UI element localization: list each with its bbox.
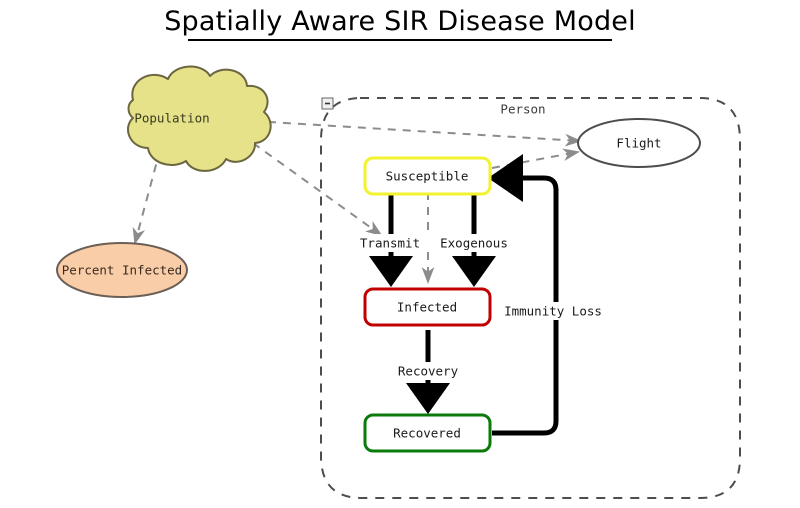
node-percent-infected-label: Percent Infected: [62, 263, 182, 278]
flow-label-transmit-text: Transmit: [360, 236, 420, 251]
percent-infected-ellipse-shape: [56, 242, 188, 298]
flow-labels: Transmit Exogenous Recovery Immunity Los…: [352, 234, 607, 380]
collapse-toggle-button[interactable]: [321, 97, 334, 110]
population-cloud-shape: [127, 65, 272, 172]
node-population-label: Population: [134, 111, 209, 126]
label-backing: [389, 362, 467, 380]
flow-label-recovery: Recovery: [389, 362, 467, 380]
node-recovered[interactable]: Recovered: [363, 413, 492, 453]
recovered-box-shape: [363, 413, 492, 453]
node-population[interactable]: Population: [127, 65, 272, 172]
susceptible-box-shape: [363, 156, 492, 196]
link-population-to-percent-infected[interactable]: [132, 149, 161, 245]
flow-label-immunity-loss-text: Immunity Loss: [504, 304, 602, 319]
person-container-border: [320, 97, 741, 499]
person-container-label: Person: [500, 102, 545, 117]
flow-label-transmit: Transmit: [352, 234, 429, 252]
label-backing: [352, 234, 429, 252]
label-backing: [429, 234, 519, 252]
page-title: Spatially Aware SIR Disease Model: [164, 6, 636, 41]
node-infected-label: Infected: [397, 300, 457, 315]
flight-ellipse-shape: [577, 118, 701, 168]
page-title-text: Spatially Aware SIR Disease Model: [164, 6, 636, 37]
flow-label-exogenous: Exogenous: [429, 234, 519, 252]
link-population-to-flight[interactable]: [252, 120, 582, 147]
label-backing: [501, 302, 607, 320]
node-susceptible-label: Susceptible: [386, 169, 469, 184]
node-flight-label: Flight: [616, 136, 661, 151]
node-recovered-label: Recovered: [393, 426, 461, 441]
flow-label-recovery-text: Recovery: [398, 364, 459, 379]
link-susceptible-to-flight[interactable]: [491, 148, 580, 169]
link-population-to-transmit[interactable]: [252, 142, 383, 237]
person-container[interactable]: Person: [320, 97, 741, 499]
infected-box-shape: [363, 287, 492, 327]
node-flight[interactable]: Flight: [577, 118, 701, 168]
node-percent-infected[interactable]: Percent Infected: [56, 242, 188, 298]
flow-label-immunity-loss: Immunity Loss: [501, 302, 607, 320]
node-susceptible[interactable]: Susceptible: [363, 156, 492, 196]
node-infected[interactable]: Infected: [363, 287, 492, 327]
flow-label-exogenous-text: Exogenous: [440, 236, 508, 251]
